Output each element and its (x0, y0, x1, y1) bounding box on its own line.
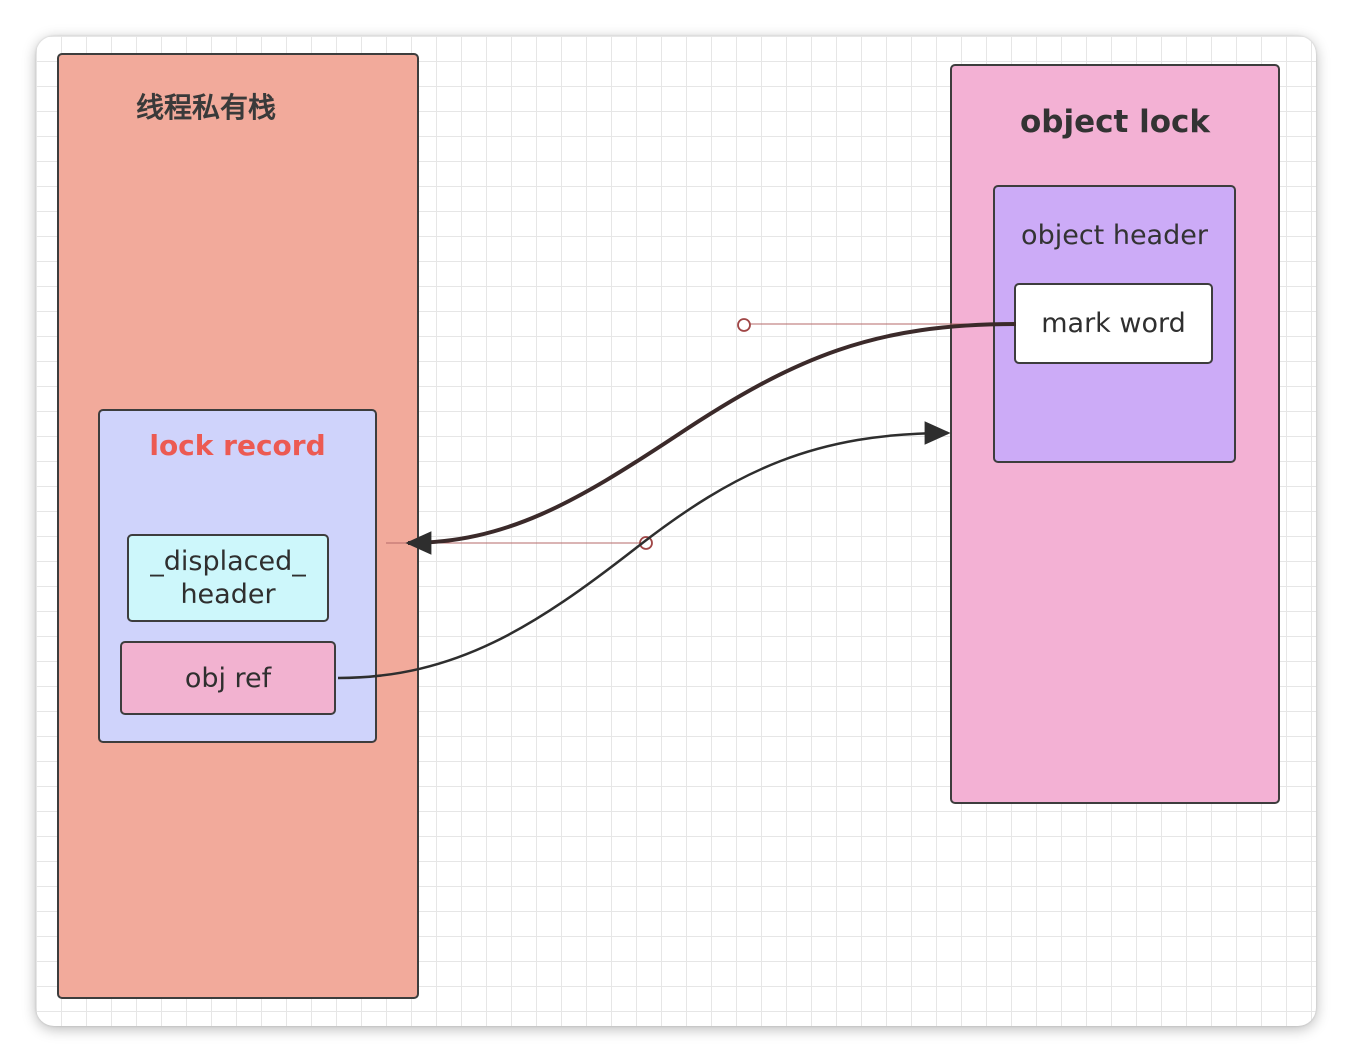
object-header-title: object header (1021, 220, 1208, 251)
obj-ref-box: obj ref (120, 641, 336, 715)
displaced-header-box: _displaced_ header (127, 534, 329, 622)
diagram-canvas: 线程私有栈 lock record _displaced_ header obj… (36, 36, 1316, 1026)
waypoint-upper (737, 318, 751, 332)
connector-mark-word-to-lock-record (405, 322, 1017, 555)
thread-stack-title: 线程私有栈 (136, 91, 277, 124)
lock-record-title: lock record (149, 429, 326, 462)
waypoint-lower (639, 536, 653, 550)
connector-obj-ref-to-object-lock (337, 421, 951, 680)
object-lock-title: object lock (1019, 104, 1211, 140)
mark-word-box: mark word (1014, 283, 1213, 364)
